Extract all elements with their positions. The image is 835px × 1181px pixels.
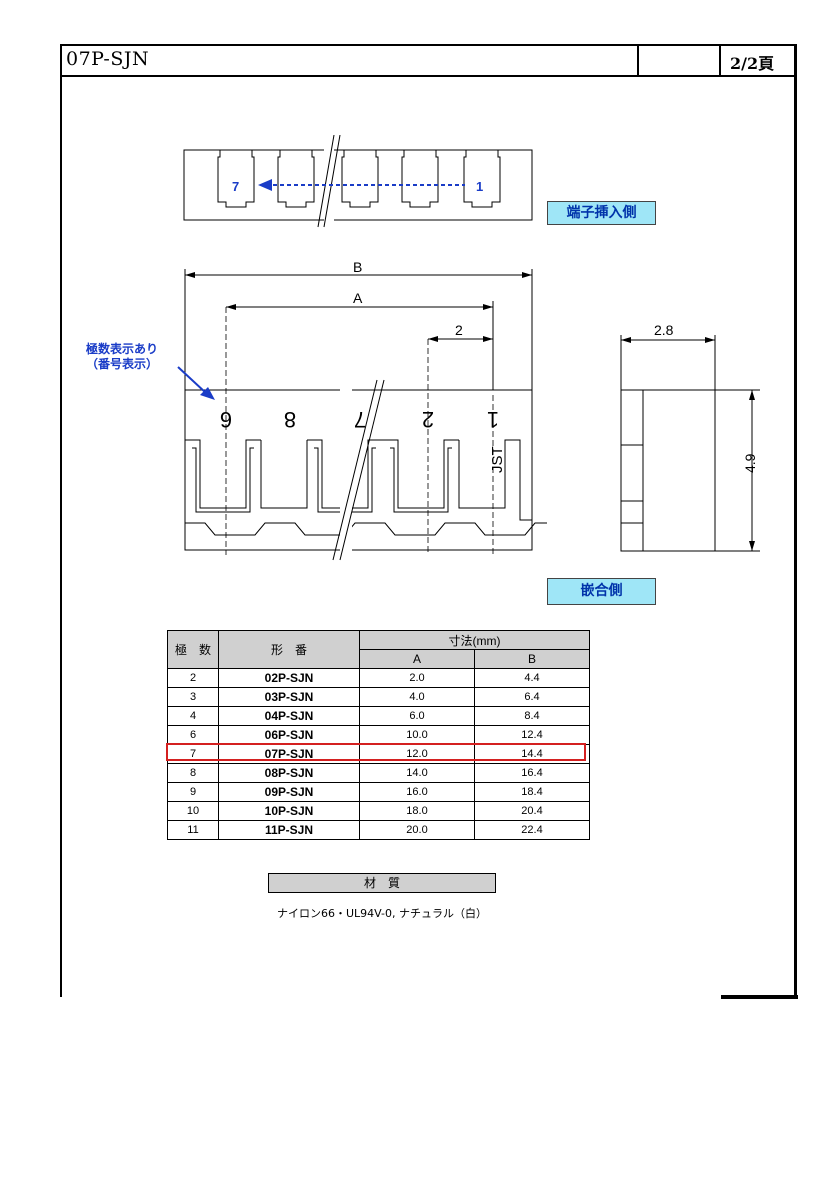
material-value: ナイロン66・UL94V-0, ナチュラル（白）	[276, 907, 487, 920]
cell-poles: 10	[167, 801, 219, 821]
cell-b: 18.4	[474, 782, 590, 802]
title-block-divider	[719, 44, 721, 75]
title-block-divider	[637, 44, 639, 75]
terminal-insertion-side-label: 端子挿入側	[547, 201, 656, 225]
table-header-row: 極 数 形 番 寸法(mm)	[167, 630, 590, 669]
header-poles: 極 数	[167, 630, 219, 669]
table-subheader-row: A B	[168, 649, 590, 669]
pole-marking-note-line2: （番号表示）	[86, 357, 159, 371]
marking-7: 7	[354, 407, 366, 432]
mating-side-label: 嵌合側	[547, 578, 656, 605]
part-number-title: 07P-SJN	[66, 48, 150, 70]
cell-b: 20.4	[474, 801, 590, 821]
cell-b: 14.4	[474, 744, 590, 764]
cell-poles: 7	[167, 744, 219, 764]
title-block: 07P-SJN 2/2頁	[60, 44, 797, 77]
cell-model: 03P-SJN	[218, 687, 360, 707]
cell-a: 4.0	[359, 687, 475, 707]
pole-marking-note: 極数表示あり （番号表示）	[86, 342, 158, 372]
cell-b: 22.4	[474, 820, 590, 840]
dimension-width: 2.8	[654, 322, 674, 338]
header-model: 形 番	[218, 630, 360, 669]
pole-marking-note-line1: 極数表示あり	[86, 342, 159, 356]
cell-b: 6.4	[474, 687, 590, 707]
frame-corner-bar	[721, 995, 798, 999]
cell-b: 16.4	[474, 763, 590, 783]
cell-model: 09P-SJN	[218, 782, 360, 802]
cell-model: 04P-SJN	[218, 706, 360, 726]
marking-8: 8	[284, 407, 296, 432]
cell-poles: 2	[167, 668, 219, 688]
marking-9: 6	[220, 407, 232, 432]
front-view-drawing: B A 2 6 8 7 2 1 JST	[177, 259, 547, 565]
cell-poles: 6	[167, 725, 219, 745]
marking-2: 2	[422, 407, 434, 432]
cell-a: 14.0	[359, 763, 475, 783]
cell-a: 18.0	[359, 801, 475, 821]
cell-a: 10.0	[359, 725, 475, 745]
header-dim-a: A	[359, 649, 475, 669]
cell-model: 11P-SJN	[218, 820, 360, 840]
page-number: 2/2頁	[730, 54, 775, 73]
cell-a: 20.0	[359, 820, 475, 840]
cell-poles: 8	[167, 763, 219, 783]
cell-a: 16.0	[359, 782, 475, 802]
cell-b: 4.4	[474, 668, 590, 688]
dimension-a: A	[353, 290, 363, 306]
cell-poles: 11	[167, 820, 219, 840]
dimension-b: B	[353, 259, 362, 275]
pin-number-last: 7	[232, 179, 239, 194]
cell-model: 07P-SJN	[218, 744, 360, 764]
dimension-height: 4.9	[742, 453, 758, 473]
pin-number-first: 1	[476, 179, 483, 194]
cell-a: 6.0	[359, 706, 475, 726]
top-view-drawing: 7 1	[183, 135, 533, 235]
cell-model: 06P-SJN	[218, 725, 360, 745]
header-dimensions: 寸法(mm)	[359, 630, 590, 650]
marking-1: 1	[487, 407, 499, 432]
brand-mark: JST	[489, 446, 506, 473]
cell-b: 8.4	[474, 706, 590, 726]
dimension-pitch: 2	[455, 322, 463, 338]
cell-model: 02P-SJN	[218, 668, 360, 688]
material-heading: 材 質	[268, 873, 496, 893]
side-view-drawing: 2.8 4.9	[620, 322, 760, 552]
header-dim-b: B	[474, 649, 590, 669]
cell-model: 08P-SJN	[218, 763, 360, 783]
cell-poles: 4	[167, 706, 219, 726]
cell-a: 12.0	[359, 744, 475, 764]
cell-poles: 9	[167, 782, 219, 802]
cell-poles: 3	[167, 687, 219, 707]
cell-b: 12.4	[474, 725, 590, 745]
drawing-frame	[60, 44, 797, 997]
cell-model: 10P-SJN	[218, 801, 360, 821]
cell-a: 2.0	[359, 668, 475, 688]
